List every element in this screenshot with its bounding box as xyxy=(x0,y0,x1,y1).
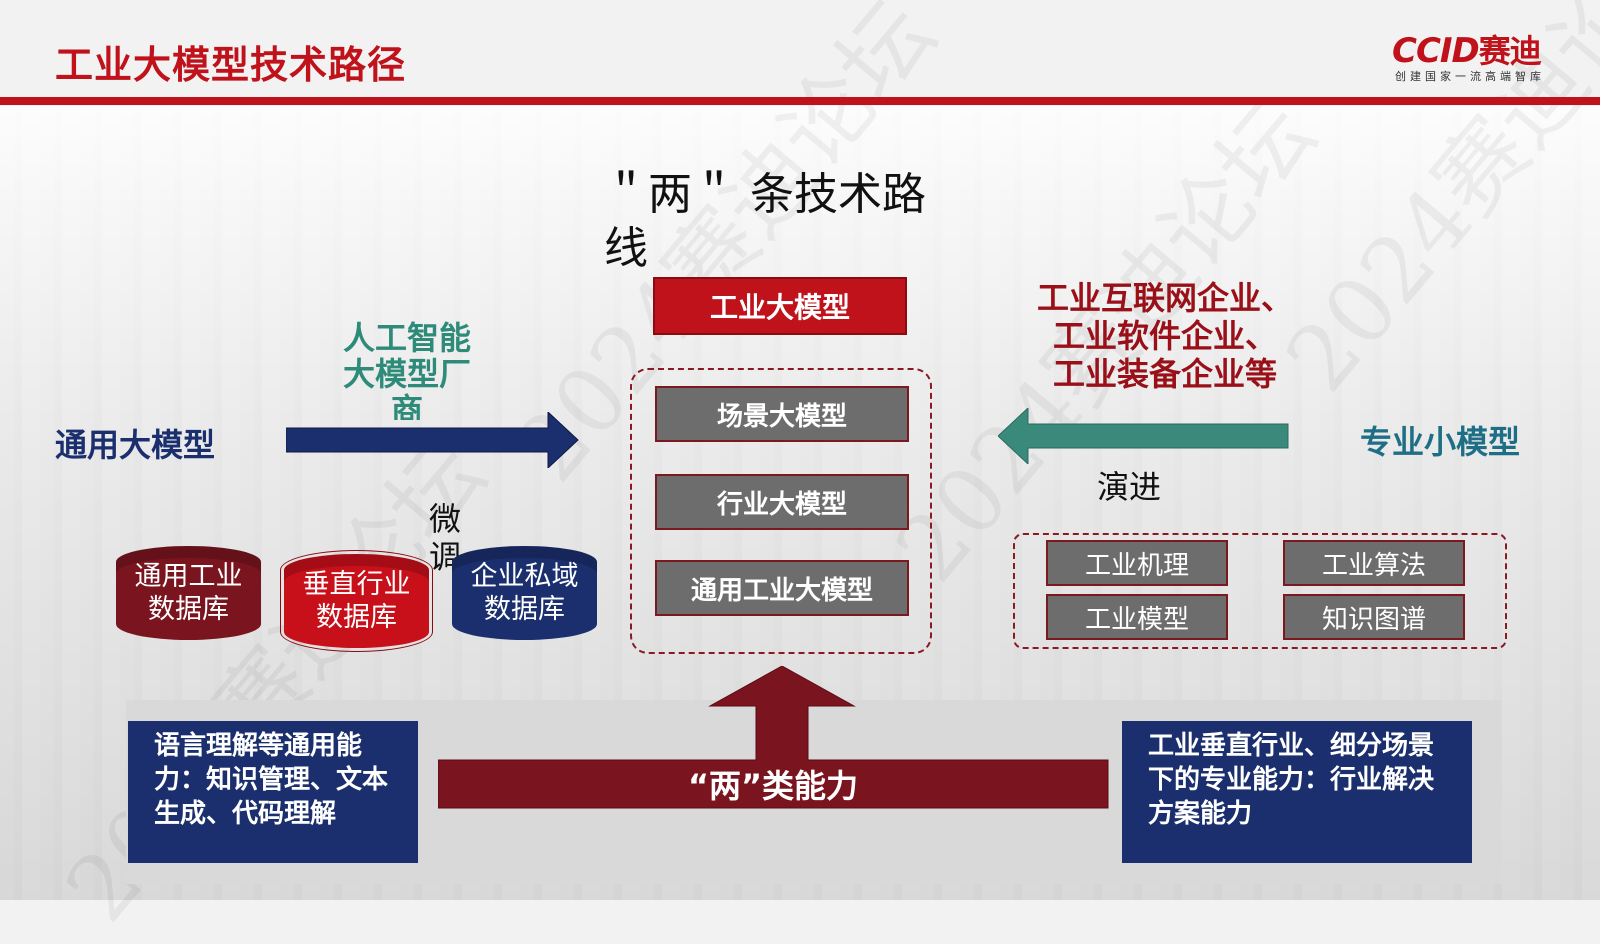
scenario-model-box: 场景大模型 xyxy=(655,386,909,442)
industry-model-box: 行业大模型 xyxy=(655,474,909,530)
industrial-mechanism-box: 工业机理 xyxy=(1046,540,1228,586)
route-title: ＂两＂ 条技术路线 xyxy=(604,169,926,274)
ai-vendor-label: 人工智能大模型厂商 xyxy=(342,320,471,420)
page-title: 工业大模型技术路径 xyxy=(55,43,407,87)
database-label: 垂直行业数据库 xyxy=(302,569,411,633)
database-label: 通用工业数据库 xyxy=(134,561,243,625)
logo-text: CCID xyxy=(1392,31,1480,71)
general-model-label: 通用大模型 xyxy=(55,426,216,464)
vendor-line: 工业装备企业等 xyxy=(1052,355,1277,393)
general-capability-box: 语言理解等通用能力：知识管理、文本生成、代码理解 xyxy=(128,721,418,863)
general-industrial-model-box: 通用工业大模型 xyxy=(655,560,909,616)
database-label: 企业私域数据库 xyxy=(470,561,579,625)
general-industrial-database: 通用工业数据库 xyxy=(116,546,261,640)
knowledge-graph-box: 知识图谱 xyxy=(1283,594,1465,640)
logo-cn: 赛迪 xyxy=(1478,32,1542,70)
right-arrow-icon xyxy=(286,412,579,468)
logo-tagline: 创建国家一流高端智库 xyxy=(1395,70,1545,83)
industrial-model-box: 工业模型 xyxy=(1046,594,1228,640)
vertical-industry-database: 垂直行业数据库 xyxy=(280,550,433,652)
specialized-items-group xyxy=(1013,533,1507,649)
vertical-capability-box: 工业垂直行业、细分场景下的专业能力：行业解决方案能力 xyxy=(1122,721,1472,863)
center-model-group xyxy=(630,368,932,654)
ccid-logo: CCID赛迪 xyxy=(1392,26,1542,72)
general-capability-text: 语言理解等通用能力：知识管理、文本生成、代码理解 xyxy=(154,731,389,829)
industrial-vendors-label: 工业互联网企业、 工业软件企业、 工业装备企业等 xyxy=(1020,279,1310,393)
vertical-capability-text: 工业垂直行业、细分场景下的专业能力：行业解决方案能力 xyxy=(1148,731,1435,829)
evolve-label: 演进 xyxy=(1097,468,1162,506)
industrial-algorithm-box: 工业算法 xyxy=(1283,540,1465,586)
header-rule xyxy=(0,97,1600,105)
vendor-line: 工业软件企业、 xyxy=(1052,317,1277,355)
up-arrow-icon xyxy=(438,666,1109,809)
two-capabilities-label: “两”类能力 xyxy=(687,767,859,805)
specialized-model-label: 专业小模型 xyxy=(1360,423,1521,461)
vendor-line: 工业互联网企业、 xyxy=(1036,279,1293,317)
industrial-large-model-box: 工业大模型 xyxy=(653,277,907,335)
enterprise-private-database: 企业私域数据库 xyxy=(452,546,597,640)
left-arrow-icon xyxy=(998,408,1289,464)
